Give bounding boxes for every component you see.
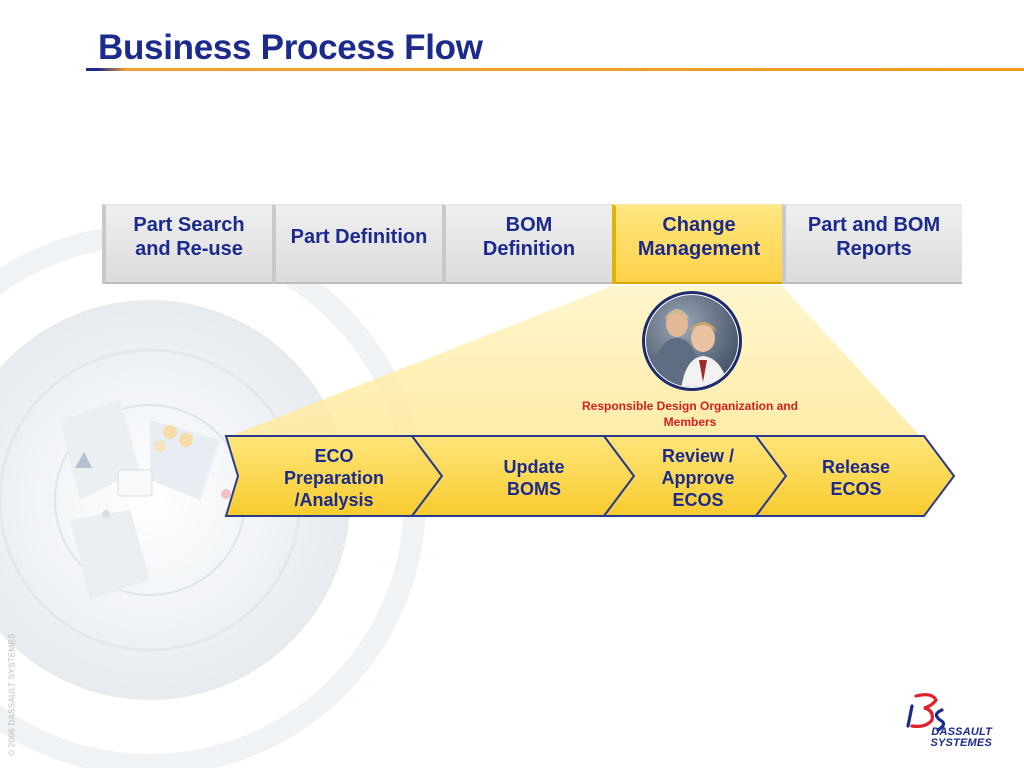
step-label: Part and BOM Reports: [807, 214, 941, 260]
team-caption: Responsible Design Organization and Memb…: [581, 399, 799, 429]
step-part-bom-reports: Part and BOM Reports: [782, 204, 962, 284]
chevron-label-eco-preparation: ECO Preparation /Analysis: [283, 446, 385, 510]
copyright-text: © 2006 DASSAULT SYSTEMES: [7, 633, 17, 756]
decorative-disc: [0, 224, 426, 768]
chevron-label-update-boms: Update BOMS: [503, 457, 565, 499]
step-label: Part Definition: [290, 226, 428, 248]
step-bom-definition: BOM Definition: [442, 204, 612, 284]
step-label: Change Management: [637, 214, 761, 260]
step-label: BOM Definition: [482, 214, 576, 260]
chevron-4: [754, 435, 956, 517]
team-photo-icon: [642, 291, 742, 391]
title-underline: [86, 68, 1024, 71]
step-change-management: Change Management: [612, 204, 782, 284]
focus-funnel: [230, 286, 920, 436]
step-part-search: Part Search and Re-use: [102, 204, 272, 284]
step-part-definition: Part Definition: [272, 204, 442, 284]
step-label: Part Search and Re-use: [133, 214, 245, 260]
dassault-logo-icon: [906, 693, 946, 732]
chevron-label-review-approve: Review / Approve ECOS: [661, 446, 735, 510]
slide-title: Business Process Flow: [98, 28, 483, 67]
chevron-label-release-ecos: Release ECOS: [821, 457, 891, 499]
chevron-row: [224, 435, 956, 517]
dassault-logo-text: DASSAULT SYSTEMES: [930, 726, 992, 749]
